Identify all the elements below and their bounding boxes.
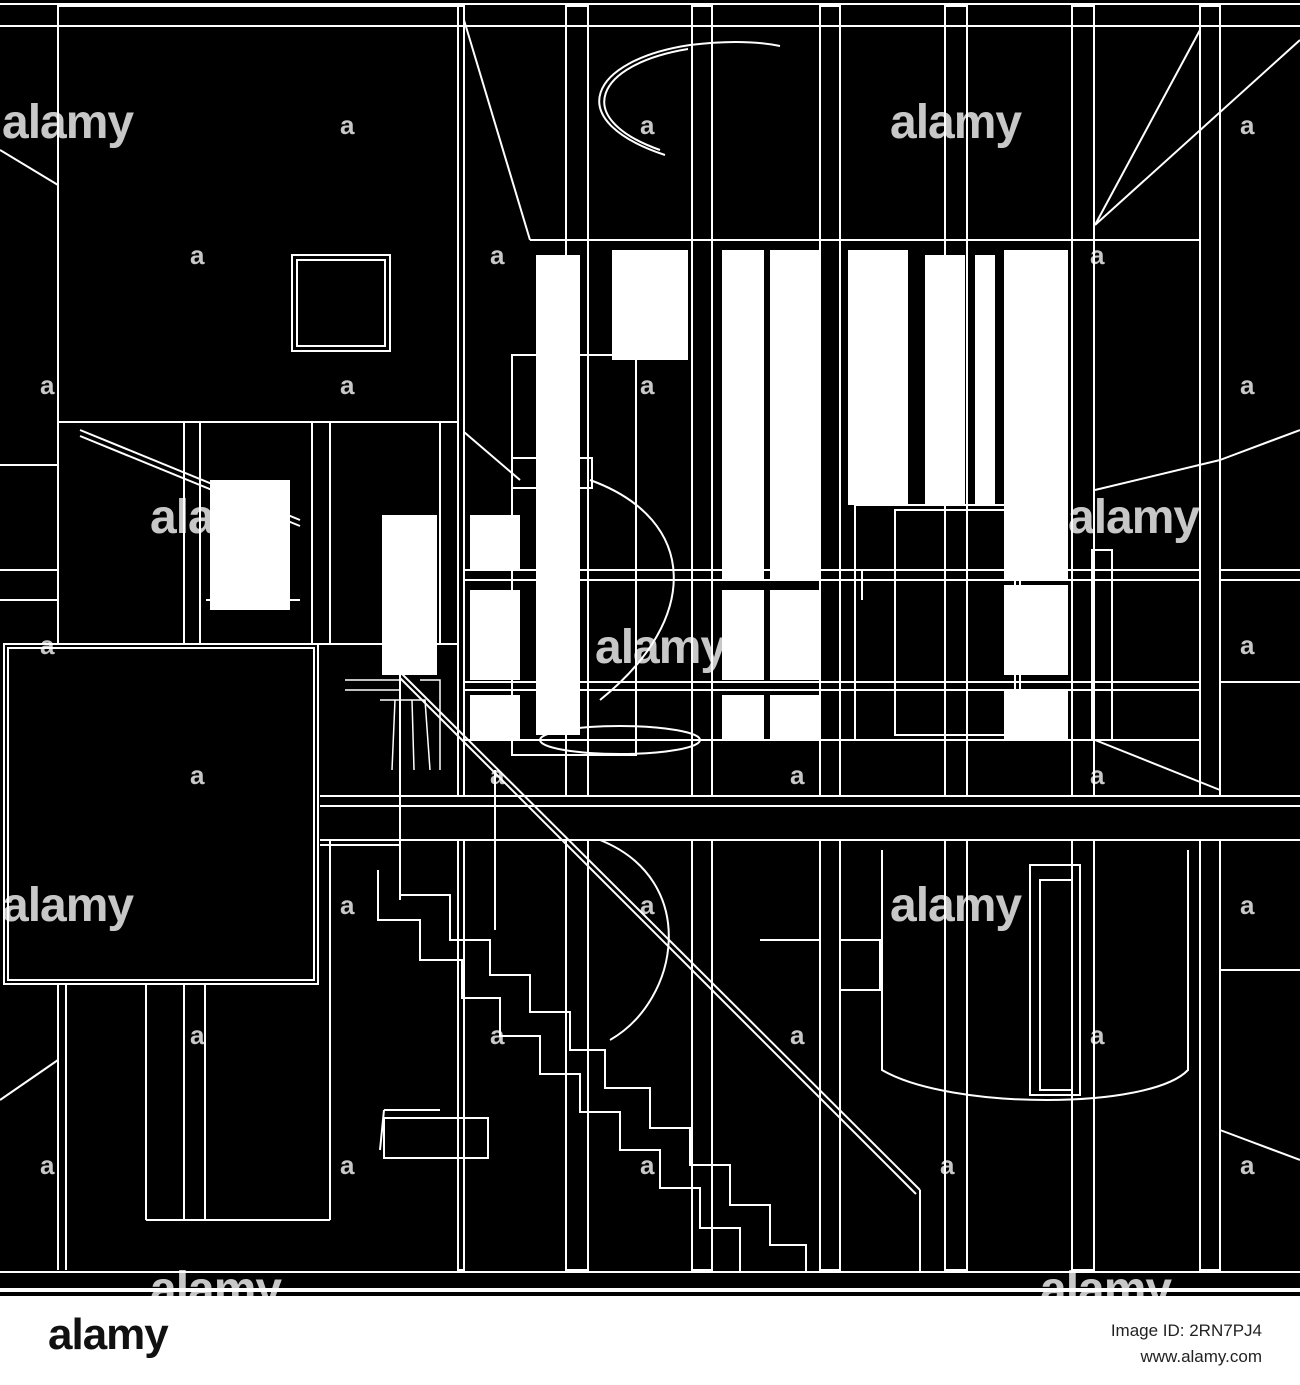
wireframe-lines: [0, 3, 1300, 1292]
image-id-text: Image ID: 2RN7PJ4: [1110, 1321, 1262, 1340]
site-url-text: www.alamy.com: [1140, 1347, 1262, 1366]
footer-meta: Image ID: 2RN7PJ4 www.alamy.com: [1111, 1318, 1262, 1370]
architectural-interior-drawing: [0, 0, 1300, 1296]
background-windows: [210, 250, 1068, 740]
footer-bar: [0, 1296, 1300, 1385]
dining-furniture: [345, 679, 441, 771]
footer-logo: alamy: [48, 1310, 169, 1359]
